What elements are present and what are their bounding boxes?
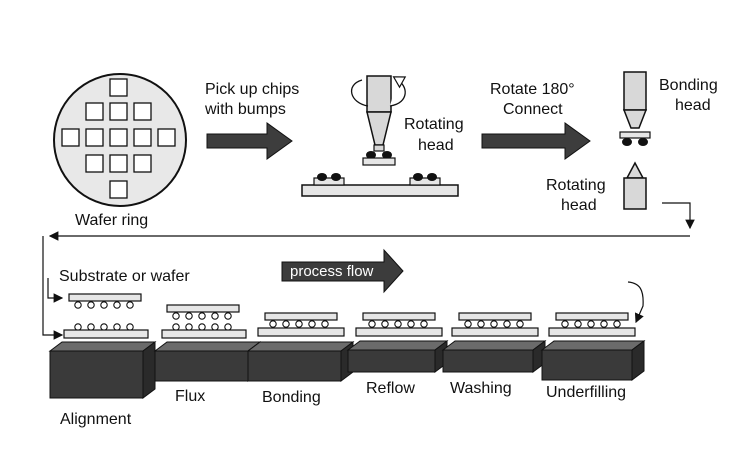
step-label-reflow: Reflow [366,380,415,397]
step-label-washing: Washing [450,380,512,397]
rotating-head-bottom-label-line1: Rotating [546,177,606,194]
bonding-head-label-line1: Bonding [659,77,718,94]
rotate-label-line1: Rotate 180° [490,81,575,98]
step-label-underfilling: Underfilling [546,384,626,401]
rotation-arrow-icon [351,76,407,107]
wafer-chips [61,78,176,199]
station-bonding [246,312,355,382]
step-label-bonding: Bonding [262,389,321,406]
connector-line [42,202,695,340]
step-label-flux: Flux [175,388,205,405]
rotating-head-bottom [623,161,647,210]
pickup-arrow [206,122,293,160]
pickup-label-line1: Pick up chips [205,81,299,98]
process-flow-label: process flow [290,263,374,280]
station-alignment [48,293,157,399]
rotating-head-top-label-line1: Rotating [404,116,464,133]
substrate-label: Substrate or wafer [59,268,190,285]
station-washing [441,312,547,373]
wafer-ring [53,73,187,207]
bonding-head-label-line2: head [675,97,711,114]
step-label-alignment: Alignment [60,411,132,428]
rotate-arrow [481,122,591,160]
chip-tray [301,173,459,197]
station-reflow [346,312,449,373]
process-flow-arrow [281,248,404,294]
rotate-label-line2: Connect [503,101,563,118]
rotating-head-top [362,75,396,166]
rotating-head-bottom-label-line2: head [561,197,597,214]
wafer-ring-label: Wafer ring [75,212,148,229]
pickup-label-line2: with bumps [204,101,286,118]
rotating-head-top-label-line2: head [418,137,454,154]
station-underfilling [540,281,646,381]
station-flux [153,304,262,382]
bonding-head [619,71,651,146]
